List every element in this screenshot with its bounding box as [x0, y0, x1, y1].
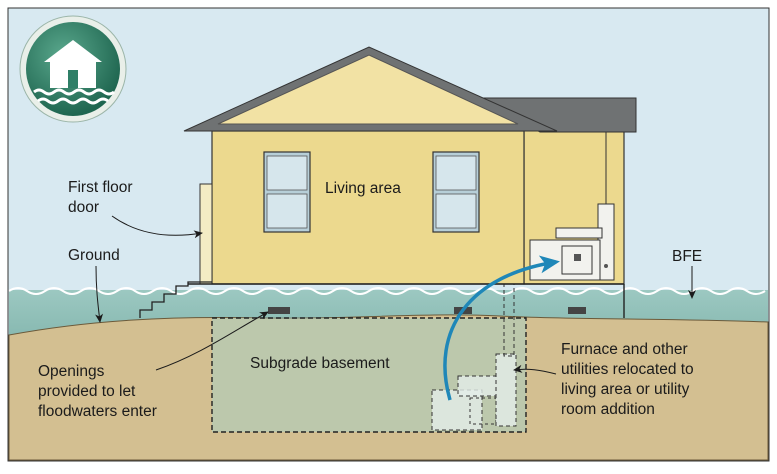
flood-house-icon	[19, 15, 127, 123]
flood-opening-1	[268, 307, 290, 314]
label-subgrade-basement: Subgrade basement	[250, 355, 390, 372]
old-furnace-position	[431, 283, 517, 431]
label-openings-line1: Openings	[38, 363, 105, 380]
relocation-arrow	[443, 255, 560, 401]
furnace-callout-line	[513, 364, 557, 375]
label-ground: Ground	[68, 247, 120, 264]
label-furnace-line1: Furnace and other	[561, 341, 688, 358]
label-first-floor-line2: door	[68, 199, 99, 216]
label-openings-line2: provided to let	[38, 383, 136, 400]
first-floor-door	[199, 183, 213, 285]
right-window	[432, 151, 480, 233]
left-window	[263, 151, 311, 233]
label-furnace-line2: utilities relocated to	[561, 361, 694, 378]
label-furnace-line4: room addition	[561, 401, 655, 418]
ground-callout-line	[95, 265, 104, 323]
label-openings-line3: floodwaters enter	[38, 403, 157, 420]
openings-callout-line	[155, 311, 269, 371]
label-living-area: Living area	[325, 180, 401, 197]
roof-gable	[217, 54, 519, 125]
door-callout-line	[111, 215, 203, 239]
label-first-floor-line1: First floor	[68, 179, 133, 196]
label-bfe: BFE	[672, 248, 702, 265]
water-surface-waves	[8, 287, 766, 295]
label-furnace-line3: living area or utility	[561, 381, 690, 398]
flood-opening-3	[568, 307, 586, 314]
